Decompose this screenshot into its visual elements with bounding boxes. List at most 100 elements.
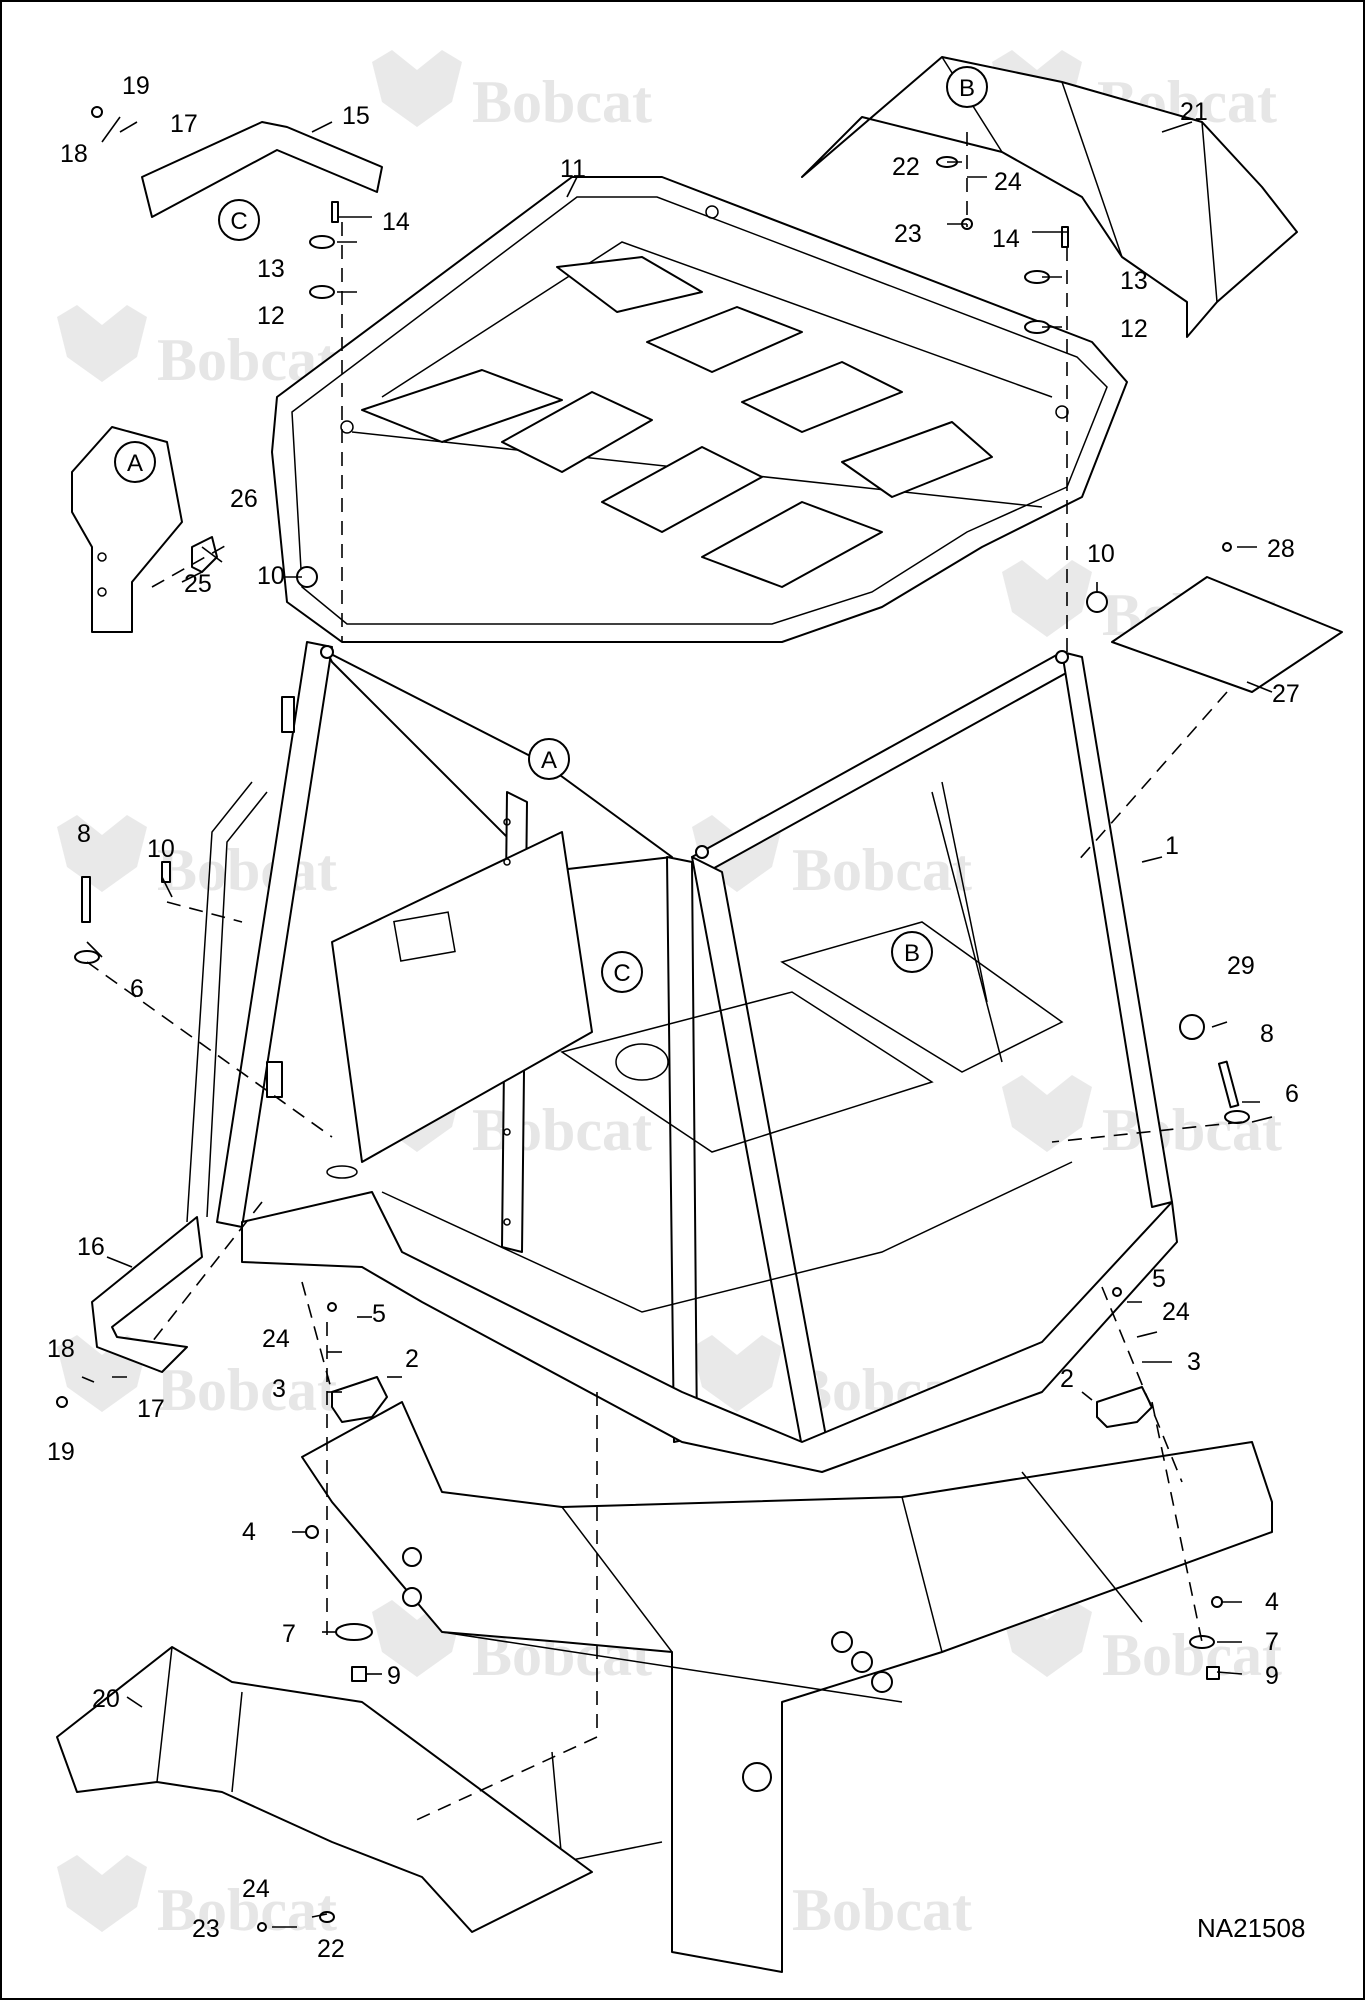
- washer-icon: [335, 1623, 373, 1641]
- part-label-15: 15: [342, 102, 370, 130]
- watermark-text: Bobcat: [472, 1097, 652, 1163]
- roof-panel: [501, 391, 653, 473]
- watermark-text: Bobcat: [792, 1877, 972, 1943]
- part-label-13: 13: [1120, 267, 1148, 295]
- panel-part-27: [1111, 576, 1343, 693]
- assembly-lines: [86, 132, 1243, 1823]
- part-label-4: 4: [242, 1518, 256, 1546]
- callout-a-frame: A: [528, 738, 570, 780]
- nut-icon: [1206, 1666, 1220, 1680]
- watermark: Bobcat: [57, 305, 337, 393]
- part-label-16: 16: [77, 1233, 105, 1261]
- washer-icon: [309, 285, 335, 299]
- callout-label: C: [613, 960, 630, 987]
- part-label-24: 24: [262, 1325, 290, 1353]
- part-label-2: 2: [1060, 1365, 1074, 1393]
- bolt-icon: [331, 201, 339, 223]
- callout-label: B: [904, 940, 920, 967]
- callout-label: B: [959, 75, 975, 102]
- roof-panel: [841, 421, 993, 498]
- watermark: Bobcat: [1002, 1075, 1282, 1163]
- part-label-14: 14: [382, 208, 410, 236]
- washer-icon: [74, 950, 100, 964]
- part-label-3: 3: [1187, 1348, 1201, 1376]
- part-label-7: 7: [1265, 1628, 1279, 1656]
- callout-c-floor: C: [601, 951, 643, 993]
- part-label-7: 7: [282, 1620, 296, 1648]
- watermark: Bobcat: [692, 815, 972, 903]
- figure-id: NA21508: [1197, 1913, 1305, 1943]
- part-label-2: 2: [405, 1345, 419, 1373]
- bobcat-logo-icon: [1002, 1075, 1092, 1152]
- part-label-6: 6: [1285, 1080, 1299, 1108]
- part-label-12: 12: [1120, 315, 1148, 343]
- part-label-24: 24: [242, 1875, 270, 1903]
- part-label-11: 11: [560, 155, 586, 183]
- part-label-22: 22: [892, 153, 920, 181]
- washer-icon: [1189, 1635, 1215, 1649]
- part-label-29: 29: [1227, 952, 1255, 980]
- part-label-17: 17: [137, 1395, 165, 1423]
- watermark-text: Bobcat: [472, 69, 652, 135]
- part-label-23: 23: [894, 220, 922, 248]
- part-label-1: 1: [1165, 832, 1179, 860]
- part-label-24: 24: [1162, 1298, 1190, 1326]
- watermark: Bobcat: [372, 50, 652, 135]
- washer-icon: [319, 1911, 335, 1923]
- part-label-12: 12: [257, 302, 285, 330]
- watermark-text: Bobcat: [792, 837, 972, 903]
- part-label-22: 22: [317, 1935, 345, 1963]
- part-label-5: 5: [372, 1300, 386, 1328]
- screw-icon: [91, 106, 103, 118]
- part-label-21: 21: [1180, 98, 1208, 126]
- bolt-icon: [1061, 226, 1069, 248]
- nut-icon: [1211, 1596, 1223, 1608]
- part-label-17: 17: [170, 110, 198, 138]
- roof-panel: [361, 369, 563, 443]
- part-label-6: 6: [130, 975, 144, 1003]
- washer-icon: [309, 235, 335, 249]
- roof-panel: [556, 256, 703, 313]
- callout-a-detail: A: [114, 441, 156, 483]
- bolt-icon: [1217, 1060, 1240, 1109]
- part-label-5: 5: [1152, 1265, 1166, 1293]
- part-label-10: 10: [147, 835, 175, 863]
- roof-panel: [701, 501, 883, 588]
- part-label-24: 24: [994, 168, 1022, 196]
- watermark: Bobcat: [57, 815, 337, 903]
- part-label-19: 19: [122, 72, 150, 100]
- nut-icon: [305, 1525, 319, 1539]
- bracket-part-16: [91, 1216, 203, 1373]
- part-label-8: 8: [1260, 1020, 1274, 1048]
- part-labels: 19 17 18 15 11 14 13 12 21 22 24 23 14 1…: [47, 72, 1300, 1963]
- bracket-part-15: [141, 121, 383, 218]
- part-label-13: 13: [257, 255, 285, 283]
- bobcat-logo-icon: [57, 1855, 147, 1932]
- bobcat-logo-icon: [1002, 560, 1092, 637]
- callout-label: A: [127, 450, 143, 477]
- screw-icon: [1112, 1287, 1122, 1297]
- part-label-14: 14: [992, 225, 1020, 253]
- bobcat-logo-icon: [692, 1335, 782, 1412]
- callout-label: C: [230, 208, 247, 235]
- roof-panel: [646, 306, 803, 373]
- watermark-text: Bobcat: [157, 837, 337, 903]
- latch-detail-a: [71, 426, 218, 633]
- part-label-3: 3: [272, 1375, 286, 1403]
- fender-part-20: [56, 1646, 593, 1933]
- part-label-18: 18: [60, 140, 88, 168]
- isolator-icon: [1179, 1014, 1205, 1040]
- washer-icon: [1224, 1110, 1250, 1124]
- bobcat-logo-icon: [372, 50, 462, 127]
- nut-icon: [351, 1666, 367, 1682]
- screw-icon: [1222, 542, 1232, 552]
- watermark-text: Bobcat: [157, 1877, 337, 1943]
- part-label-28: 28: [1267, 535, 1295, 563]
- roof-part-11: [271, 176, 1128, 643]
- part-label-9: 9: [387, 1662, 401, 1690]
- chassis-frame: [301, 1401, 1273, 1973]
- part-label-18: 18: [47, 1335, 75, 1363]
- part-label-26: 26: [230, 485, 258, 513]
- part-label-23: 23: [192, 1915, 220, 1943]
